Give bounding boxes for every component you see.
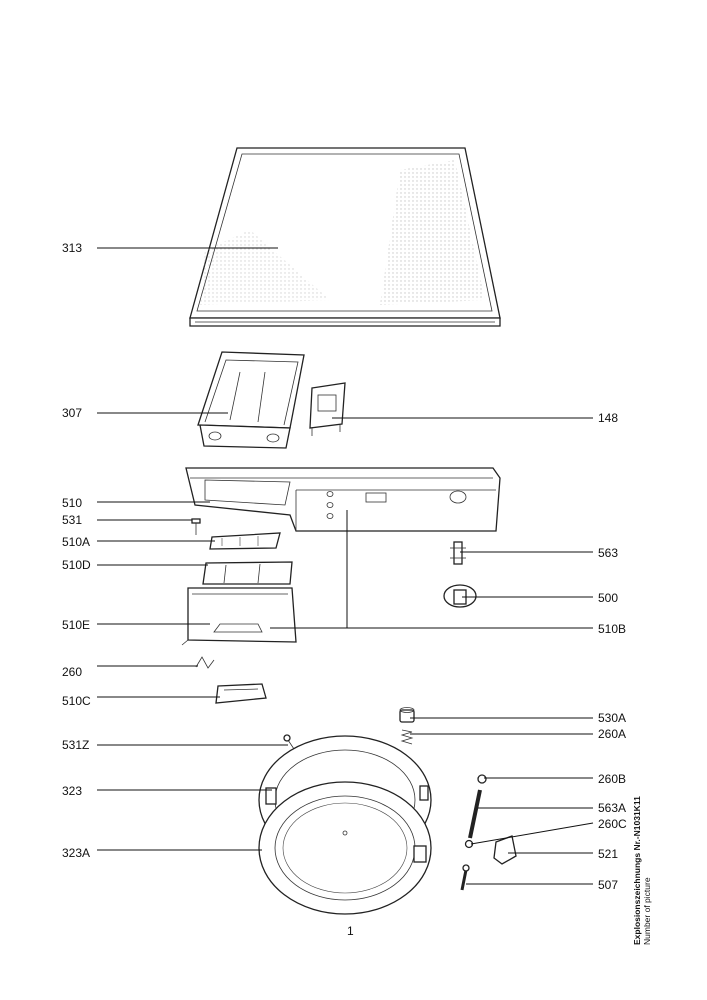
part-531-screw [191,518,201,535]
label-307: 307 [62,406,82,420]
label-260B: 260B [598,772,626,786]
label-510C: 510C [62,694,91,708]
label-521: 521 [598,847,618,861]
part-500-knob [443,584,477,608]
leader-lines [97,247,594,885]
drawing-number-block: Explosionszeichnungs Nr.-N1031K11 Number… [632,796,652,945]
part-563-connector [450,541,466,565]
part-530A-bushing [399,707,415,723]
part-531Z-screw [283,734,295,750]
label-510: 510 [62,496,82,510]
label-531: 531 [62,513,82,527]
part-323A-door-ring-outer [258,781,432,915]
label-563: 563 [598,546,618,560]
part-labels: 313 307 148 510 531 510A 510D 563 500 51… [62,241,627,892]
part-260-spring [195,656,215,669]
part-260A-spring [400,729,414,745]
label-260: 260 [62,665,82,679]
part-510-control-panel [185,467,501,532]
part-307-dispenser [197,351,305,449]
label-260C: 260C [598,817,627,831]
label-148: 148 [598,411,618,425]
label-530A: 530A [598,711,626,725]
label-323A: 323A [62,846,90,860]
part-148-module [309,382,346,436]
part-507-bolt [460,864,470,891]
part-563A-pin [468,789,482,839]
label-510D: 510D [62,558,91,572]
label-531Z: 531Z [62,738,89,752]
label-507: 507 [598,878,618,892]
page-number: 1 [347,924,354,938]
part-510E-drawer [181,587,297,646]
label-510B: 510B [598,622,626,636]
drawing-number: Explosionszeichnungs Nr.-N1031K11 [632,796,642,945]
label-313: 313 [62,241,82,255]
label-323: 323 [62,784,82,798]
part-510D-drawer-insert [202,561,293,585]
part-521-hinge-cover [493,835,517,865]
drawing-number-caption: Number of picture [642,877,652,945]
part-510A-insert [209,532,281,550]
label-510A: 510A [62,535,90,549]
part-510C-cap [215,683,267,704]
label-260A: 260A [598,727,626,741]
part-313-worktop [189,147,501,327]
label-563A: 563A [598,801,626,815]
label-510E: 510E [62,618,90,632]
label-500: 500 [598,591,618,605]
part-260B-ball [477,774,487,784]
